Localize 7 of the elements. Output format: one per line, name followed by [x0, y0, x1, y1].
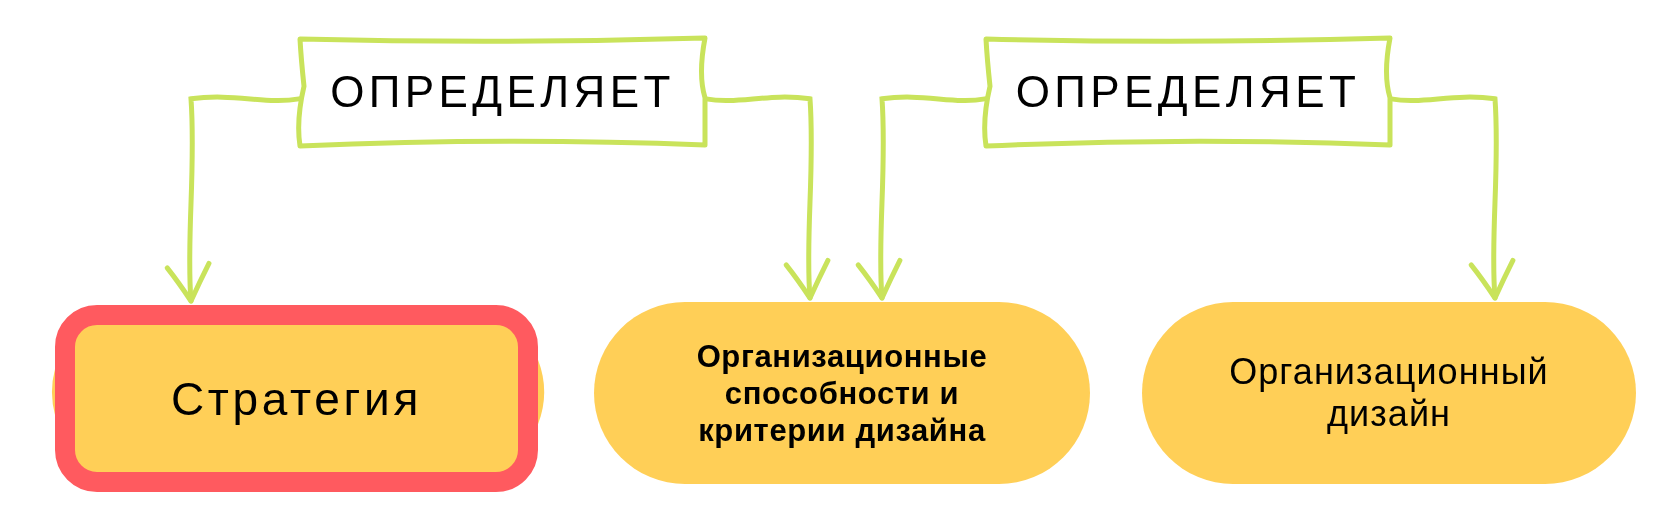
verb-label: ОПРЕДЕЛЯЕТ — [1015, 70, 1361, 114]
verb-label: ОПРЕДЕЛЯЕТ — [330, 70, 675, 114]
highlighted-card — [55, 305, 538, 492]
concept-label: Организационный дизайн — [1228, 351, 1550, 435]
sketch-frame — [981, 35, 1395, 149]
sketch-frame — [295, 35, 710, 149]
concept-label: Организационные способности и критерии дизайна — [695, 337, 989, 449]
